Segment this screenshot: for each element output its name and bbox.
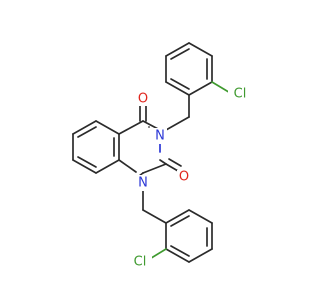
n1-benzyl-group — [142, 185, 213, 263]
molecule-structure: O O N N Cl Cl — [72, 42, 252, 270]
nitrogen-label-n3: N — [155, 129, 165, 144]
nitrogen-label-n1: N — [138, 176, 148, 191]
oxygen-label-c2: O — [179, 170, 189, 185]
n3-benzyl-group — [165, 42, 233, 131]
oxygen-label-c4: O — [138, 92, 148, 107]
fused-benzene-ring — [72, 120, 120, 174]
chlorine-label-top: Cl — [234, 87, 247, 102]
carbonyl-bonds — [139, 105, 182, 172]
chlorine-label-bottom: Cl — [134, 255, 147, 270]
atom-labels: O O N N Cl Cl — [128, 86, 252, 270]
